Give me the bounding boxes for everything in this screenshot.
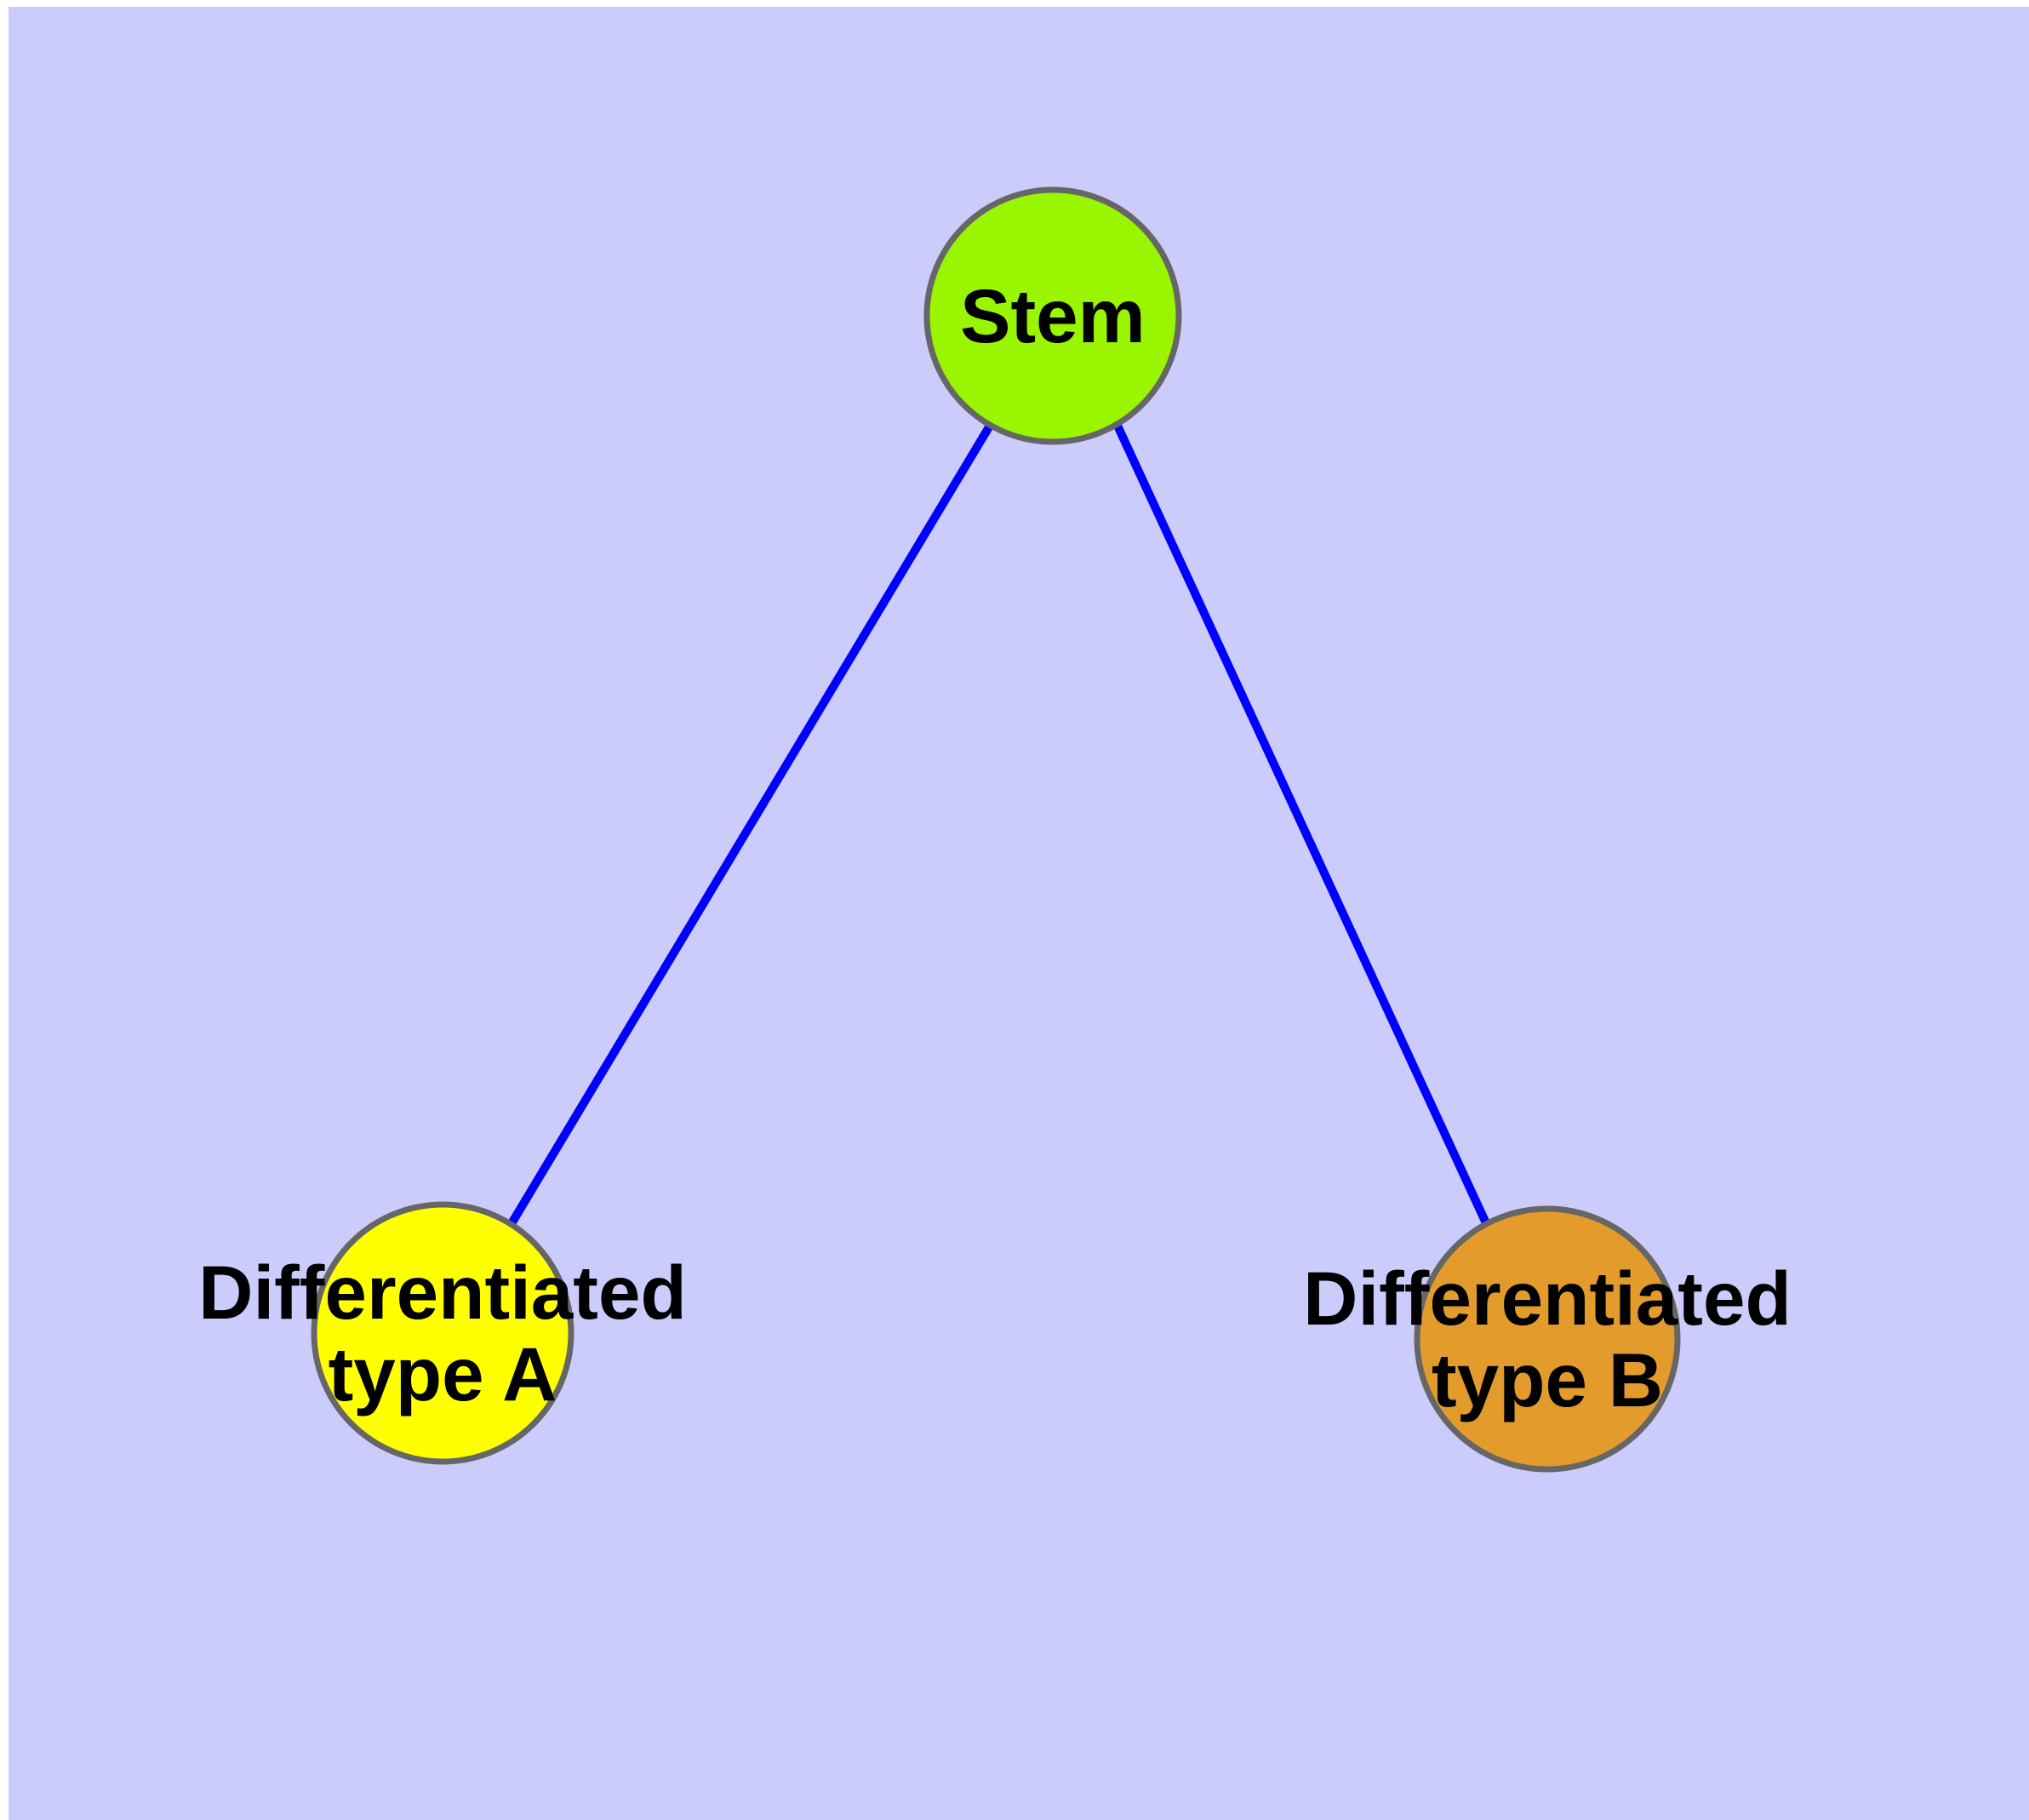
node-label-line: type B — [1432, 1337, 1663, 1422]
edge-stem-diff-a[interactable] — [506, 423, 994, 1228]
node-circle-diff_b[interactable] — [1414, 1205, 1681, 1473]
node-label-line: Differentiated — [1303, 1256, 1792, 1341]
edges-layer — [506, 423, 1492, 1229]
node-label-line: Stem — [960, 273, 1146, 358]
nodes-layer — [311, 186, 1681, 1473]
node-circle-diff_a[interactable] — [311, 1201, 574, 1465]
node-circle-stem[interactable] — [923, 186, 1182, 445]
node-label-line: type A — [329, 1331, 557, 1417]
node-label-stem: Stem — [960, 273, 1146, 358]
node-label-line: Differentiated — [198, 1250, 687, 1335]
edge-stem-diff-b[interactable] — [1113, 423, 1492, 1229]
